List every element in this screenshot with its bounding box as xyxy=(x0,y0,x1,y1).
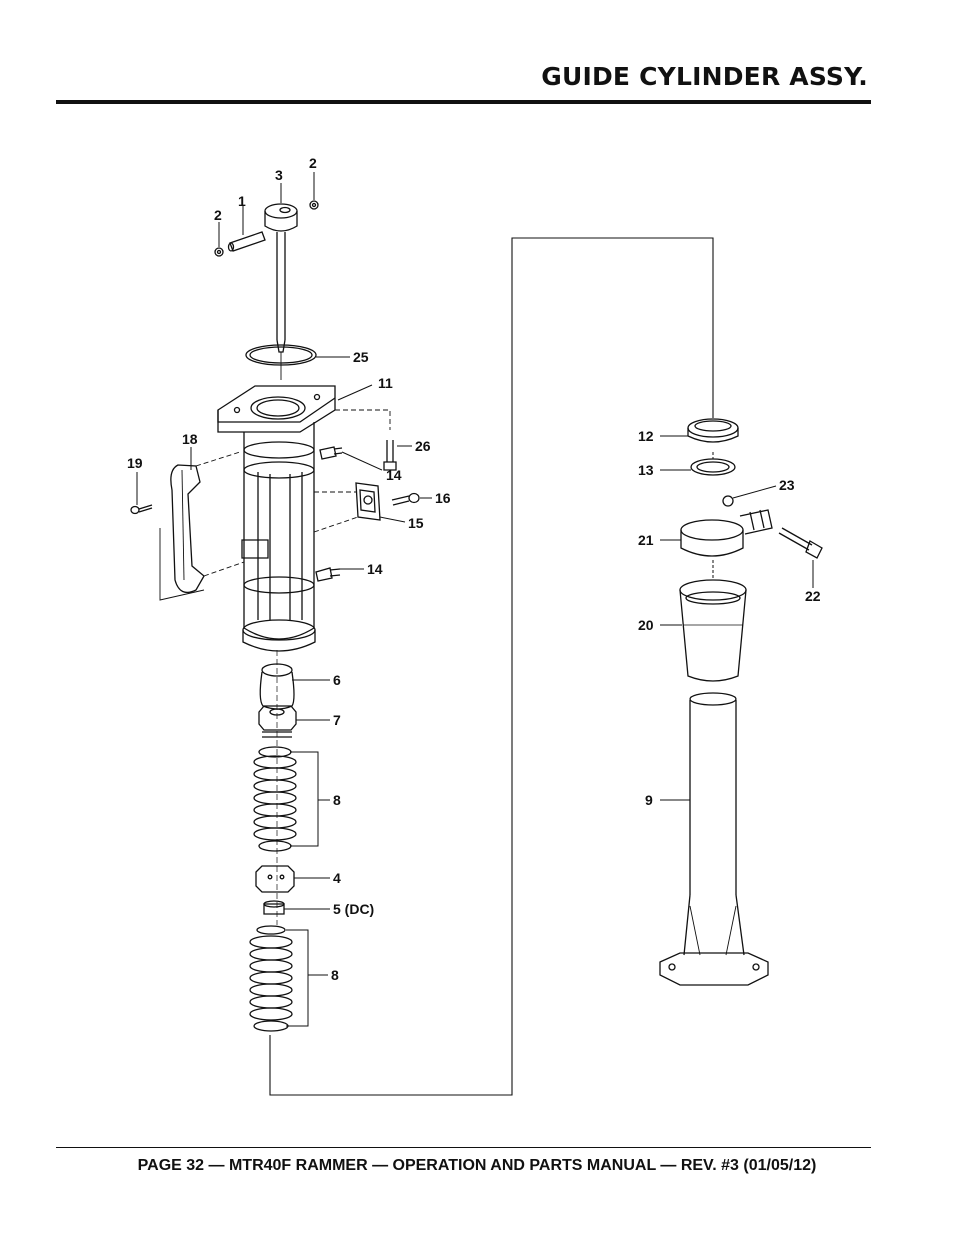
callout-23: 23 xyxy=(779,477,795,493)
callout-18: 18 xyxy=(182,431,198,447)
fitting-part-14-upper xyxy=(319,446,343,460)
clip-part-2-right xyxy=(309,200,319,210)
callout-labels: 1 2 2 3 25 11 18 19 26 14 16 15 14 6 7 8… xyxy=(127,155,821,983)
leader-lines xyxy=(136,172,814,1027)
callout-5-dc: 5 (DC) xyxy=(333,901,374,917)
fitting-part-14-lower xyxy=(315,567,341,582)
callout-8-upper: 8 xyxy=(333,792,341,808)
bellows-part-20 xyxy=(679,579,747,682)
callout-3: 3 xyxy=(275,167,283,183)
clip-part-2-left xyxy=(214,247,224,257)
callout-13: 13 xyxy=(638,462,654,478)
callout-2-right: 2 xyxy=(309,155,317,171)
callout-14-upper: 14 xyxy=(386,467,402,483)
snap-ring-part-13 xyxy=(690,458,736,476)
callout-1: 1 xyxy=(238,193,246,209)
callout-20: 20 xyxy=(638,617,654,633)
page-title: GUIDE CYLINDER ASSY. xyxy=(541,62,868,91)
bolt-part-16 xyxy=(391,492,420,506)
ring-part-12 xyxy=(687,418,739,443)
bracket-part-15 xyxy=(313,482,381,533)
assembly-link-line xyxy=(269,237,714,1096)
callout-16: 16 xyxy=(435,490,451,506)
rod-end-part-3 xyxy=(264,203,298,232)
callout-22: 22 xyxy=(805,588,821,604)
pin-part-1 xyxy=(227,231,266,252)
callout-26: 26 xyxy=(415,438,431,454)
callout-11: 11 xyxy=(378,375,393,391)
callout-7: 7 xyxy=(333,712,341,728)
callout-19: 19 xyxy=(127,455,143,471)
handle-part-18 xyxy=(159,451,245,601)
guide-rod xyxy=(276,232,286,380)
spring-part-8-lower xyxy=(249,925,293,1032)
header-rule xyxy=(56,100,871,104)
callout-25: 25 xyxy=(353,349,369,365)
o-ring-part-25 xyxy=(245,344,317,366)
nut-part-23 xyxy=(722,495,734,507)
callout-2-left: 2 xyxy=(214,207,222,223)
callout-15: 15 xyxy=(408,515,424,531)
guide-cylinder-part-11 xyxy=(217,385,336,652)
callout-21: 21 xyxy=(638,532,654,548)
clamp-band-part-21 xyxy=(680,509,773,557)
spring-seat-part-4 xyxy=(255,865,295,893)
footer-rule xyxy=(56,1147,871,1148)
page-footer: PAGE 32 — MTR40F RAMMER — OPERATION AND … xyxy=(137,1157,817,1174)
leg-tube-part-9 xyxy=(659,692,769,986)
callout-12: 12 xyxy=(638,428,654,444)
callout-8-lower: 8 xyxy=(331,967,339,983)
callout-14-lower: 14 xyxy=(367,561,383,577)
nut-part-7 xyxy=(258,705,297,738)
bolt-part-19 xyxy=(130,504,153,515)
bolt-part-26 xyxy=(335,409,397,471)
callout-4: 4 xyxy=(333,870,341,886)
spring-part-8-upper xyxy=(253,746,297,852)
bolt-part-22 xyxy=(778,527,823,559)
callout-6: 6 xyxy=(333,672,341,688)
nut-part-5 xyxy=(263,900,285,915)
callout-9: 9 xyxy=(645,792,653,808)
